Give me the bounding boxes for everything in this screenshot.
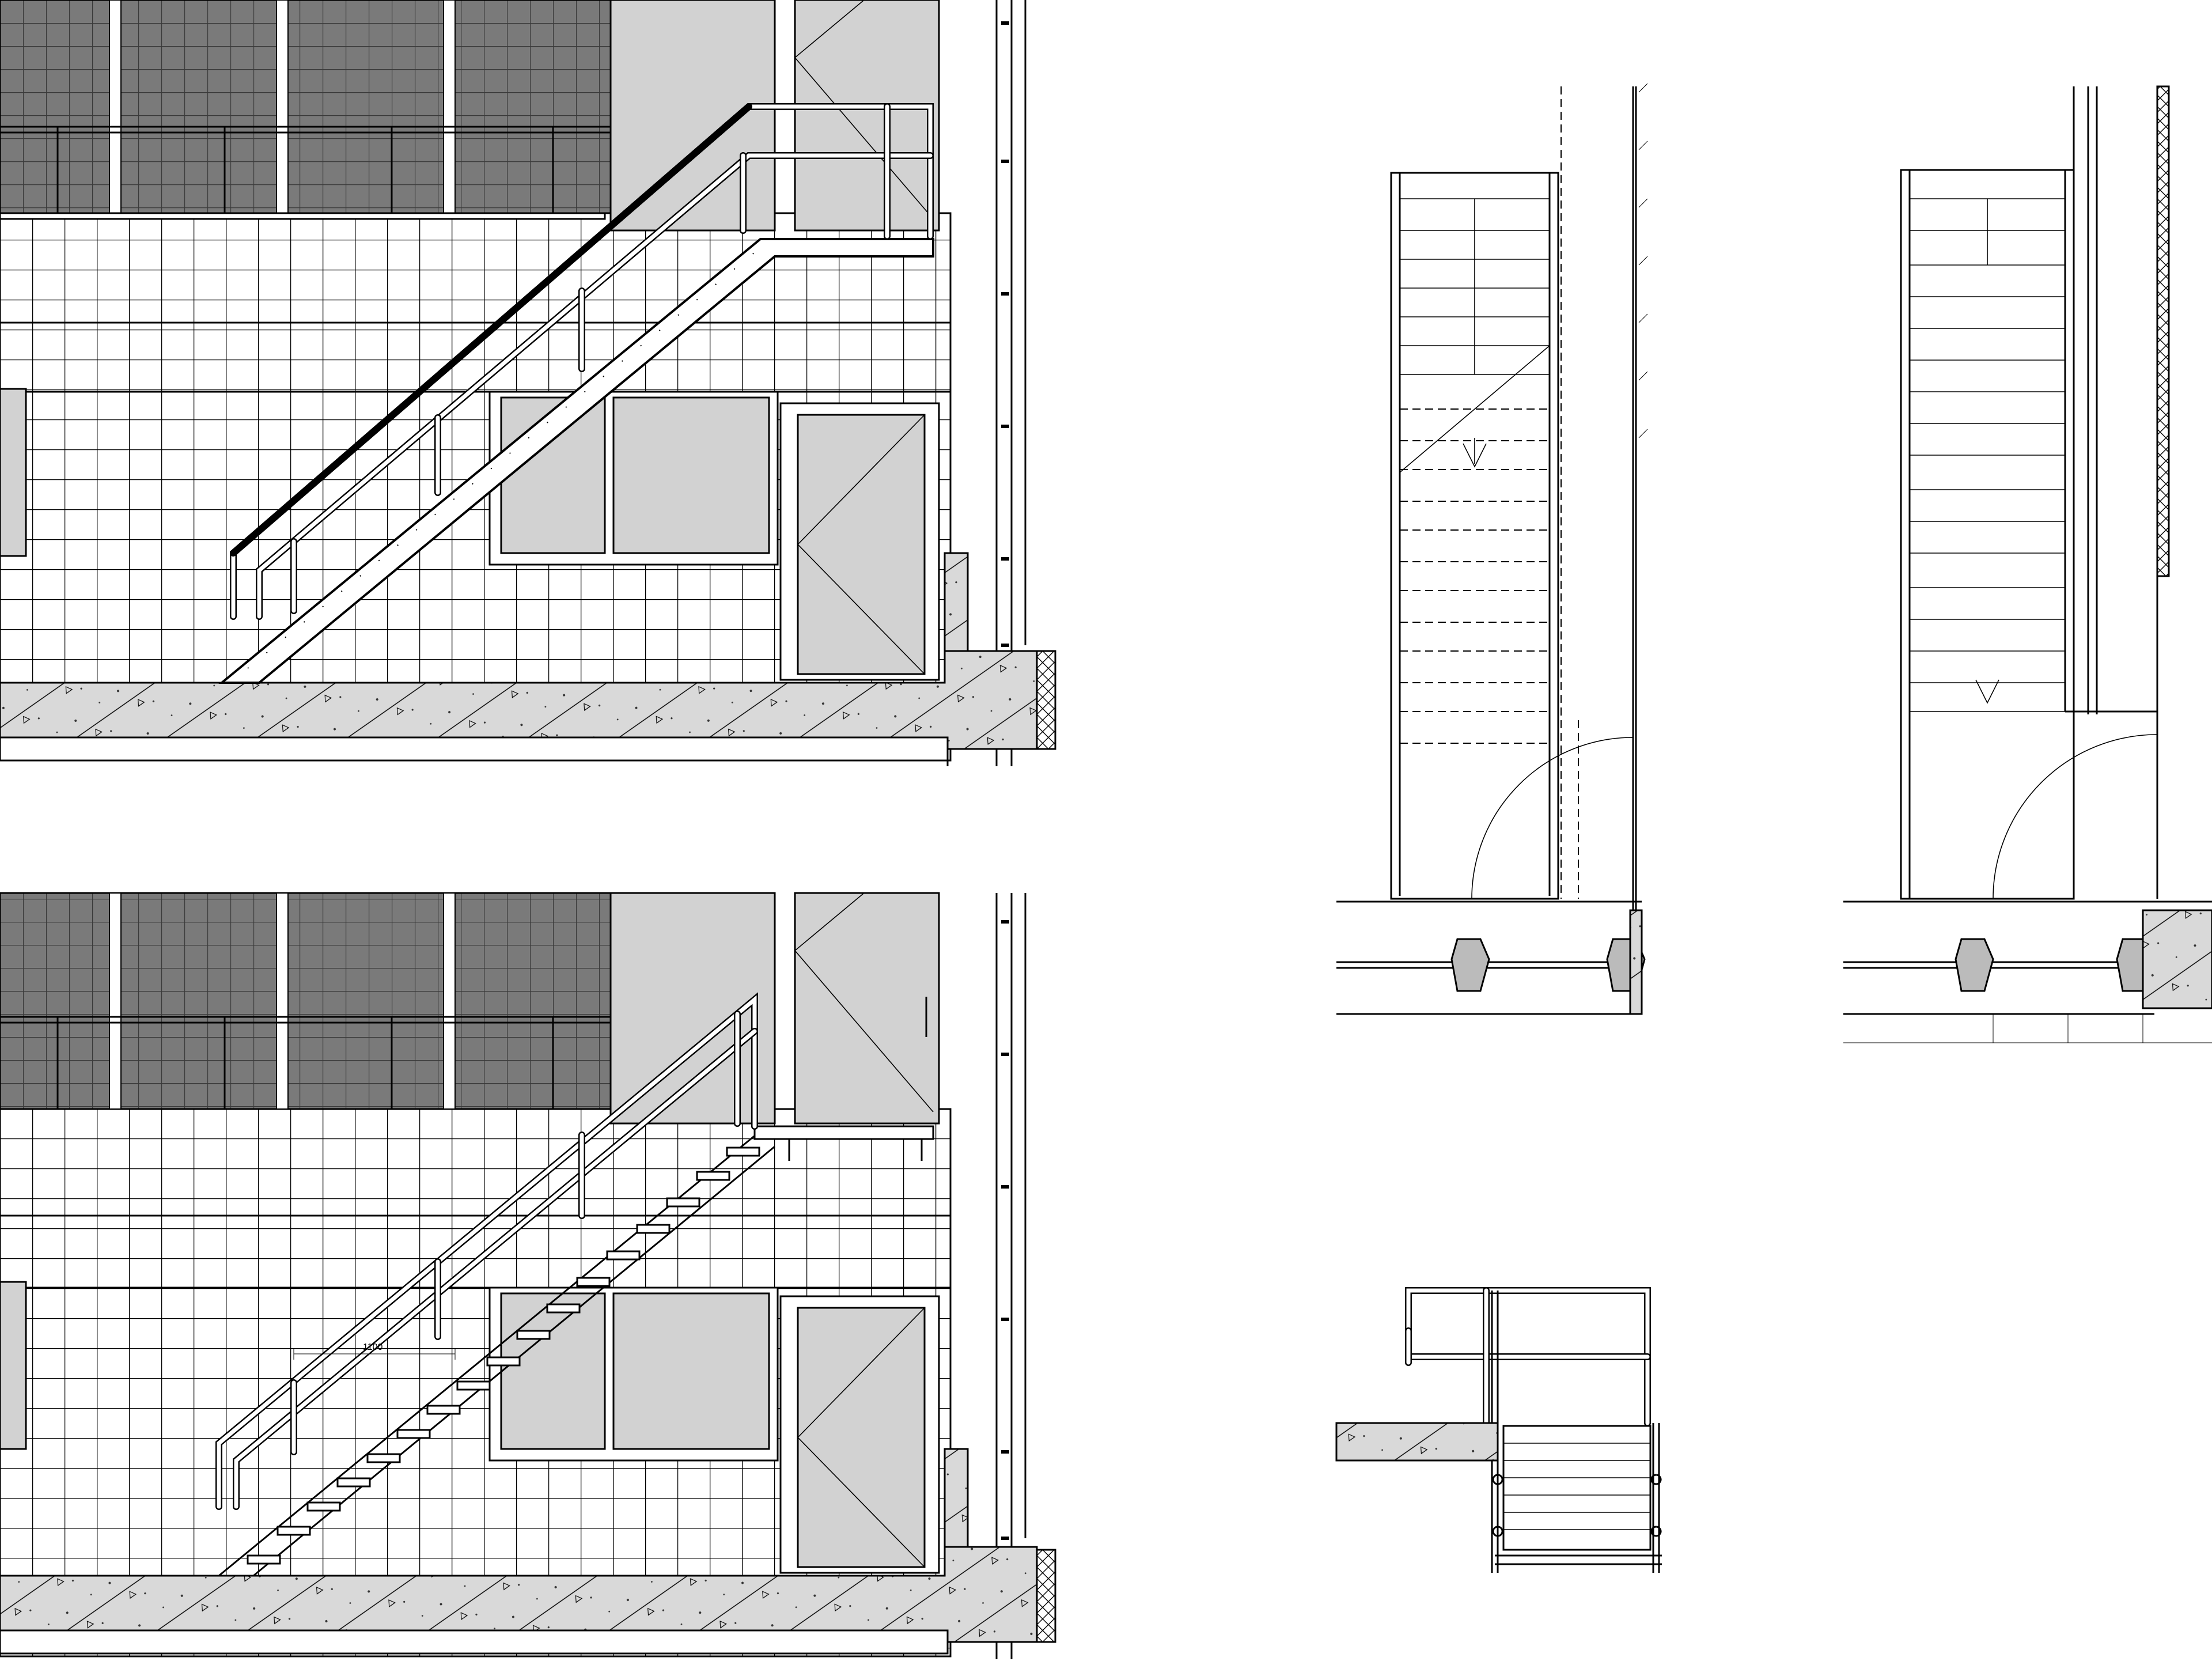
anchor-block [1450,938,1490,992]
pv-panel-band-lower [0,892,612,1110]
stair-section-small [1335,1287,1662,1573]
balcony-rail [0,126,616,134]
stair-handrail-upper [230,103,934,620]
upper-glazed-bay [609,0,776,232]
stair-stringer-upper [218,238,934,684]
plan-right-treads [1910,198,2065,712]
pv-panel-band [0,0,612,214]
elevation-lower: 1100 [0,892,1056,1659]
dimension-label: 1100 [363,1342,383,1352]
downpipe-upper [995,0,1027,766]
stair-plan-right [1843,85,2212,1043]
lower-window-group-2 [488,1286,940,1574]
stair-plan-left [1336,83,1648,1015]
stair-handrail-lower [215,992,758,1510]
floor-edge [0,212,606,220]
dimension-1100: 1100 [293,1342,456,1360]
downpipe-lower [995,893,1027,1659]
lower-window-group [488,391,940,681]
stair-open-treads-lower [218,1125,934,1577]
elevation-upper [0,0,1056,766]
plan-left-treads [1399,198,1579,899]
